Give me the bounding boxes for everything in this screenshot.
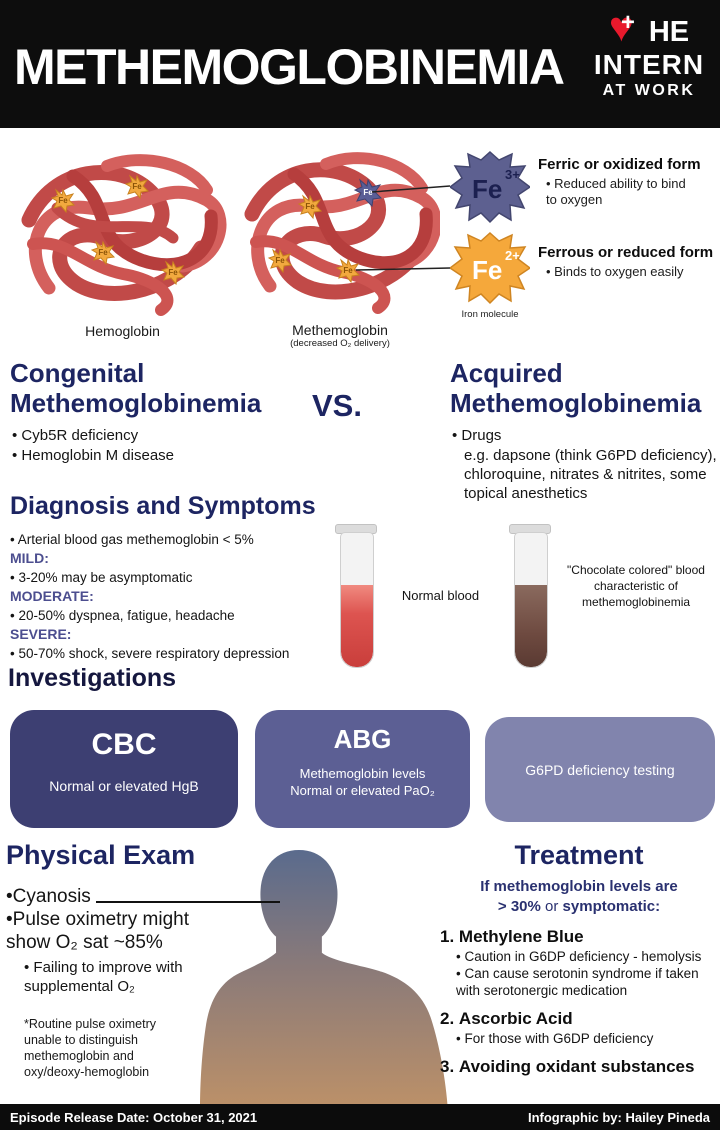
chocolate-blood-liquid xyxy=(515,585,547,667)
cbc-card-title: CBC xyxy=(91,728,157,761)
abg-card-desc: Methemoglobin levels Normal or elevated … xyxy=(290,766,435,798)
severity-label-mild: MILD: xyxy=(10,550,49,566)
header-bar: METHEMOGLOBINEMIA ♥ + HE INTERN AT WORK xyxy=(0,0,720,128)
list-item: Hemoglobin M disease xyxy=(12,446,310,466)
acquired-list: Drugs xyxy=(452,426,718,446)
cbc-card-desc: Normal or elevated HgB xyxy=(49,778,199,794)
footer-bar: Episode Release Date: October 31, 2021 I… xyxy=(0,1104,720,1130)
treatment-intro: If methemoglobin levels are xyxy=(480,878,678,895)
ferrous-fe-label: Fe xyxy=(472,255,502,285)
vs-label: VS. xyxy=(312,388,362,423)
ferrous-form-title: Ferrous or reduced form xyxy=(538,244,714,261)
tube-body xyxy=(514,532,548,668)
iron-molecule-caption: Iron molecule xyxy=(461,309,519,320)
physical-exam-title: Physical Exam xyxy=(6,840,196,870)
ferric-form-desc: Reduced ability to bind to oxygen xyxy=(546,176,694,208)
methemoglobin-label: Methemoglobin xyxy=(292,322,388,338)
treatment-section: Treatment If methemoglobin levels are > … xyxy=(440,840,718,1078)
threshold-value: > 30% xyxy=(497,898,541,915)
logo-line-the: ♥ + HE xyxy=(588,3,710,50)
heart-plus-icon: ♥ + xyxy=(608,3,635,50)
test-tube-normal xyxy=(335,524,377,668)
methemoglobin-illustration: Fe Fe xyxy=(244,152,440,314)
investigation-card-abg: ABG Methemoglobin levels Normal or eleva… xyxy=(255,710,470,828)
list-item: Drugs xyxy=(452,426,718,446)
severity-label-severe: SEVERE: xyxy=(10,626,72,642)
silhouette-body xyxy=(200,850,448,1110)
ferric-fe-label: Fe xyxy=(472,174,502,204)
normal-blood-label: Normal blood xyxy=(401,588,480,603)
test-tube-chocolate xyxy=(509,524,551,668)
ferrous-charge-label: 2+ xyxy=(505,248,520,263)
infographic-credit: Infographic by: Hailey Pineda xyxy=(527,1109,710,1125)
investigation-card-cbc: CBC Normal or elevated HgB xyxy=(10,710,238,828)
congenital-list: Cyb5R deficiency Hemoglobin M disease xyxy=(12,426,310,466)
ferrous-iron-blob: Fe 2+ xyxy=(450,231,530,305)
ferric-iron-blob: Fe 3+ xyxy=(450,150,530,224)
physical-exam-section: Physical Exam Cyanosis Pulse oximetry mi… xyxy=(6,840,221,996)
hemoglobin-label: Hemoglobin xyxy=(85,323,160,339)
g6pd-card-desc: G6PD deficiency testing xyxy=(525,761,675,778)
physical-exam-list: Cyanosis Pulse oximetry might show O₂ sa… xyxy=(6,885,221,954)
abg-criterion: Arterial blood gas methemoglobin < 5% xyxy=(10,530,340,549)
page-title: METHEMOGLOBINEMIA xyxy=(14,39,565,95)
physical-exam-subitem: Failing to improve with supplemental O₂ xyxy=(24,958,221,996)
treatment-step-2-bullet: For those with G6DP deficiency xyxy=(456,1030,718,1047)
investigation-card-g6pd: G6PD deficiency testing xyxy=(485,717,715,822)
congenital-section: Congenital Methemoglobinemia Cyb5R defic… xyxy=(10,358,310,466)
protein-tangle xyxy=(244,152,440,314)
treatment-step-1-bullet: Can cause serotonin syndrome if taken wi… xyxy=(456,965,718,999)
acquired-detail: e.g. dapsone (think G6PD deficiency), ch… xyxy=(464,447,717,502)
normal-blood-liquid xyxy=(341,585,373,667)
logo-he-text: HE xyxy=(648,16,690,48)
symptoms-block: Arterial blood gas methemoglobin < 5% MI… xyxy=(10,530,340,663)
treatment-step-1: 1. Methylene Blue xyxy=(440,927,584,946)
patient-silhouette xyxy=(200,850,448,1110)
protein-tangle xyxy=(21,154,227,316)
diagnosis-title: Diagnosis and Symptoms xyxy=(10,492,316,520)
symptomatic-word: symptomatic: xyxy=(562,898,661,915)
tube-body xyxy=(340,532,374,668)
ferric-form-title: Ferric or oxidized form xyxy=(538,156,701,173)
episode-release-date: Episode Release Date: October 31, 2021 xyxy=(10,1109,258,1125)
logo-intern-text: INTERN xyxy=(593,49,705,80)
cyanosis-pointer-line xyxy=(96,901,280,903)
investigations-title: Investigations xyxy=(8,664,177,692)
congenital-title: Congenital Methemoglobinemia xyxy=(10,358,262,418)
ferrous-form-desc: Binds to oxygen easily xyxy=(546,264,706,280)
ferric-charge-label: 3+ xyxy=(505,167,520,182)
chocolate-blood-label: "Chocolate colored" blood characteristic… xyxy=(567,563,705,609)
acquired-section: Acquired Methemoglobinemia Drugs e.g. da… xyxy=(450,358,718,503)
logo-at-work-text: AT WORK xyxy=(602,82,696,99)
methemoglobin-sublabel: (decreased O₂ delivery) xyxy=(290,338,390,349)
treatment-step-3: 3. Avoiding oxidant substances xyxy=(440,1057,695,1076)
severity-desc-severe: 50-70% shock, severe respiratory depress… xyxy=(10,644,340,663)
or-word: or xyxy=(540,898,563,915)
list-item: Pulse oximetry might show O₂ sat ~85% xyxy=(6,908,221,954)
treatment-title: Treatment xyxy=(514,840,644,870)
list-item: Cyanosis xyxy=(6,885,221,908)
treatment-step-2: 2. Ascorbic Acid xyxy=(440,1009,573,1028)
abg-card-title: ABG xyxy=(333,724,392,754)
intern-at-work-logo: ♥ + HE INTERN AT WORK xyxy=(588,3,710,102)
list-item: Cyb5R deficiency xyxy=(12,426,310,446)
severity-desc-moderate: 20-50% dyspnea, fatigue, headache xyxy=(10,606,340,625)
severity-desc-mild: 3-20% may be asymptomatic xyxy=(10,568,340,587)
treatment-threshold-line: > 30% or symptomatic: xyxy=(440,897,718,917)
severity-label-moderate: MODERATE: xyxy=(10,588,94,604)
pulse-oximetry-footnote: *Routine pulse oximetry unable to distin… xyxy=(24,1017,157,1079)
hemoglobin-illustration: Fe xyxy=(21,154,227,316)
acquired-title: Acquired Methemoglobinemia xyxy=(450,358,702,418)
treatment-step-1-bullet: Caution in G6DP deficiency - hemolysis xyxy=(456,948,718,965)
